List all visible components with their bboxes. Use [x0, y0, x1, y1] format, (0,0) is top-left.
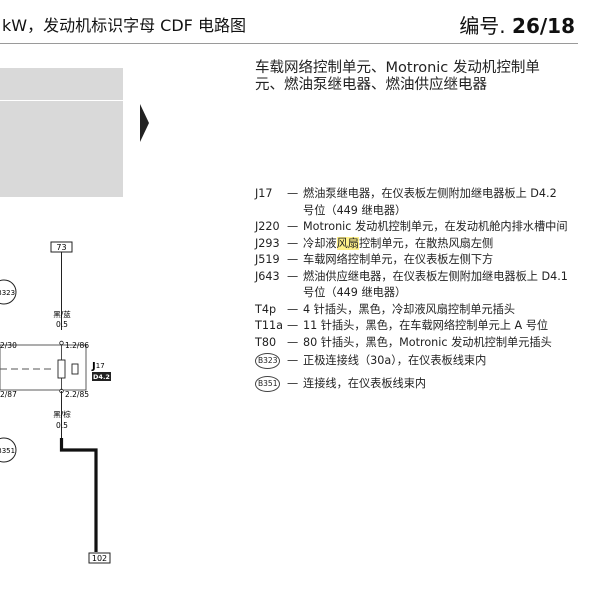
component-legend: J17 — 燃油泵继电器，在仪表板左侧附加继电器板上 D4.2 号位（449 继… [255, 186, 568, 392]
legend-code: J220 [255, 220, 280, 233]
legend-item-t4p: T4p — 4 针插头，黑色，冷却液风扇控制单元插头 [255, 302, 568, 319]
legend-dash: — [287, 335, 299, 349]
connector-b323-legend-icon: B323 [255, 353, 281, 370]
connector-b323-icon [0, 279, 17, 305]
control-unit-panel-top [0, 68, 123, 100]
legend-item-t80: T80 — 80 针插头，黑色，Motronic 发动机控制单元插头 [255, 335, 568, 352]
pin-label-lower: 2.2/85 [65, 390, 89, 399]
legend-text: 车载网络控制单元，在仪表板左侧下方 [303, 253, 494, 266]
legend-text: 燃油泵继电器，在仪表板左侧附加继电器板上 D4.2 [303, 187, 557, 200]
wire-thick-path [59, 438, 98, 552]
legend-item-b351: B351 — 连接线，在仪表板线束内 [255, 375, 568, 393]
page-header-title: kW，发动机标识字母 CDF 电路图 [2, 16, 246, 35]
legend-item-j17-continued: 号位（449 继电器） [303, 203, 407, 217]
legend-code: J293 [255, 236, 280, 250]
connector-b323-label: B323 [0, 289, 15, 297]
control-unit-panel-bottom [0, 101, 123, 197]
relay-position-badge [92, 372, 111, 381]
relay-contact-icon [71, 363, 79, 375]
legend-item-b323: B323 — 正极连接线（30a），在仪表板线束内 [255, 353, 568, 370]
legend-text: 冷却液风扇控制单元，在散热风扇左侧 [303, 236, 494, 250]
legend-code: T80 [255, 335, 277, 349]
wire-color-top: 黑/蓝 [53, 309, 71, 319]
diagram-description: 车载网络控制单元、Motronic 发动机控制单 元、燃油泵继电器、燃油供应继电… [255, 60, 540, 94]
legend-code: J519 [255, 253, 280, 266]
legend-dash: — [287, 236, 299, 250]
connector-b351-legend-icon: B351 [255, 375, 281, 393]
connector-b351-icon [0, 437, 17, 463]
connector-b351-label: B351 [0, 447, 15, 455]
legend-dash: — [287, 253, 299, 266]
page-number: 编号. 26/18 [459, 10, 575, 39]
page-number-value: 26/18 [512, 14, 575, 38]
legend-dash: — [287, 269, 299, 283]
legend-item-j220: J220 — Motronic 发动机控制单元，在发动机舱内排水槽中间 [255, 219, 568, 236]
header-divider [0, 43, 578, 44]
legend-code: T11a [255, 319, 283, 332]
legend-text: Motronic 发动机控制单元，在发动机舱内排水槽中间 [303, 220, 568, 233]
legend-dash: — [287, 187, 299, 200]
legend-code: T4p [255, 302, 277, 316]
legend-text: 11 针插头，黑色，在车载网络控制单元上 A 号位 [303, 319, 549, 332]
wiring-diagram: 73 黑/蓝 0.5 1.2/86 2.2/85 2/30 2/87 J17 D… [0, 241, 111, 564]
highlighted-text: 风扇 [336, 236, 359, 250]
description-line-1: 车载网络控制单元、Motronic 发动机控制单 [255, 60, 540, 76]
legend-code: J643 [255, 269, 280, 283]
wire-gauge-bottom: 0.5 [56, 421, 68, 430]
terminal-box-bottom [88, 552, 111, 564]
pin-upper-dot [59, 340, 64, 346]
legend-dash: — [287, 354, 299, 367]
legend-item-j643: J643 — 燃油供应继电器，在仪表板左侧附加继电器板上 D4.1 [255, 269, 568, 286]
legend-item-j643-continued: 号位（449 继电器） [303, 286, 407, 299]
pin-label-left-upper: 2/30 [0, 341, 17, 350]
legend-text: 80 针插头，黑色，Motronic 发动机控制单元插头 [303, 335, 552, 349]
legend-dash: — [287, 319, 299, 332]
continuation-arrow-icon [140, 104, 149, 142]
page-number-label: 编号. [459, 14, 506, 38]
legend-text: 4 针插头，黑色，冷却液风扇控制单元插头 [303, 302, 516, 316]
legend-code: J17 [255, 187, 273, 200]
legend-text: 连接线，在仪表板线束内 [303, 376, 427, 390]
legend-item-j293: J293 — 冷却液风扇控制单元，在散热风扇左侧 [255, 236, 568, 253]
legend-dash: — [287, 302, 299, 316]
legend-dash: — [287, 220, 299, 233]
relay-code: J17 [91, 361, 105, 372]
description-line-2: 元、燃油泵继电器、燃油供应继电器 [255, 77, 487, 93]
terminal-label-top: 73 [56, 243, 66, 252]
legend-text: 燃油供应继电器，在仪表板左侧附加继电器板上 D4.1 [303, 269, 568, 283]
relay-position-label: D4.2 [93, 373, 110, 381]
legend-item-j17: J17 — 燃油泵继电器，在仪表板左侧附加继电器板上 D4.2 [255, 186, 568, 203]
relay-coil-icon [57, 359, 66, 379]
relay-j17-outline [0, 344, 87, 391]
legend-item-j519: J519 — 车载网络控制单元，在仪表板左侧下方 [255, 252, 568, 269]
pin-label-left-lower: 2/87 [0, 390, 17, 399]
legend-dash: — [287, 376, 299, 390]
legend-text: 正极连接线（30a），在仪表板线束内 [303, 354, 487, 367]
pin-label-upper: 1.2/86 [65, 341, 89, 350]
wire-gauge-top: 0.5 [56, 320, 68, 329]
wire-color-bottom: 黑/棕 [53, 409, 71, 419]
legend-item-t11a: T11a — 11 针插头，黑色，在车载网络控制单元上 A 号位 [255, 318, 568, 335]
terminal-label-bottom: 102 [92, 554, 107, 563]
